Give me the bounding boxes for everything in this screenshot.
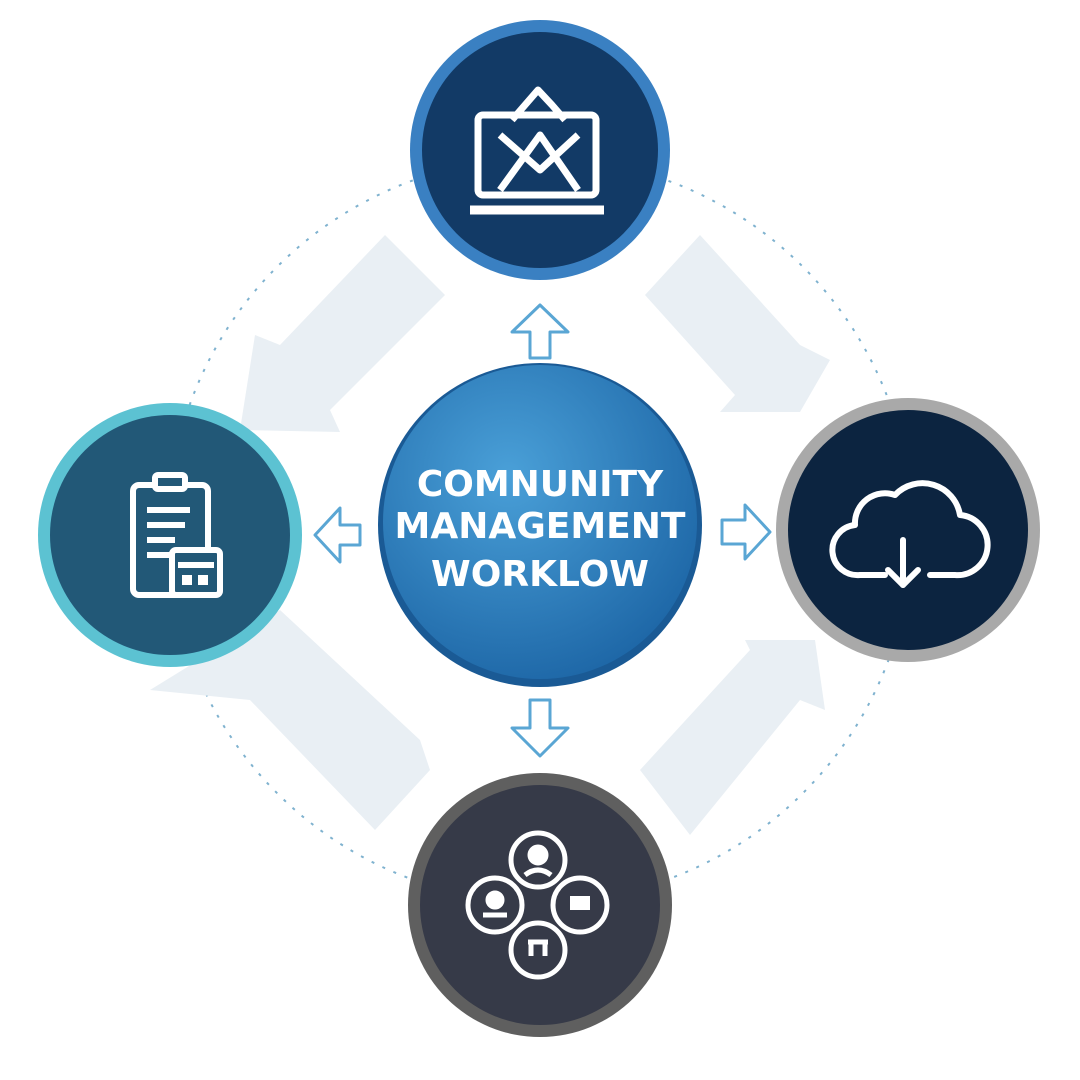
node-right[interactable]: [776, 398, 1040, 662]
clipboard-calculator-icon: [130, 472, 223, 598]
big-arrow-bottom-right: [640, 640, 825, 835]
center-hub: COMNUNITY MANAGEMENT WORKLOW: [378, 363, 702, 687]
cycle-arrows: [150, 235, 830, 835]
node-top[interactable]: [410, 20, 670, 280]
arrow-right: [720, 503, 772, 561]
cloud-download-icon: [829, 480, 991, 588]
big-arrow-bottom-left: [150, 610, 430, 830]
arrow-down: [510, 698, 570, 758]
node-left[interactable]: [38, 403, 302, 667]
title-line-1: COMNUNITY: [417, 464, 664, 505]
arrow-up: [510, 303, 570, 360]
arrow-left: [313, 506, 362, 564]
title-line-2: MANAGEMENT: [395, 506, 686, 547]
laptop-mail-icon: [470, 86, 604, 215]
title-line-3: WORKLOW: [431, 554, 649, 595]
community-members-icon: [465, 830, 610, 980]
big-arrow-top-right: [645, 235, 830, 412]
node-bottom[interactable]: [408, 773, 672, 1037]
big-arrow-top-left: [240, 235, 445, 432]
